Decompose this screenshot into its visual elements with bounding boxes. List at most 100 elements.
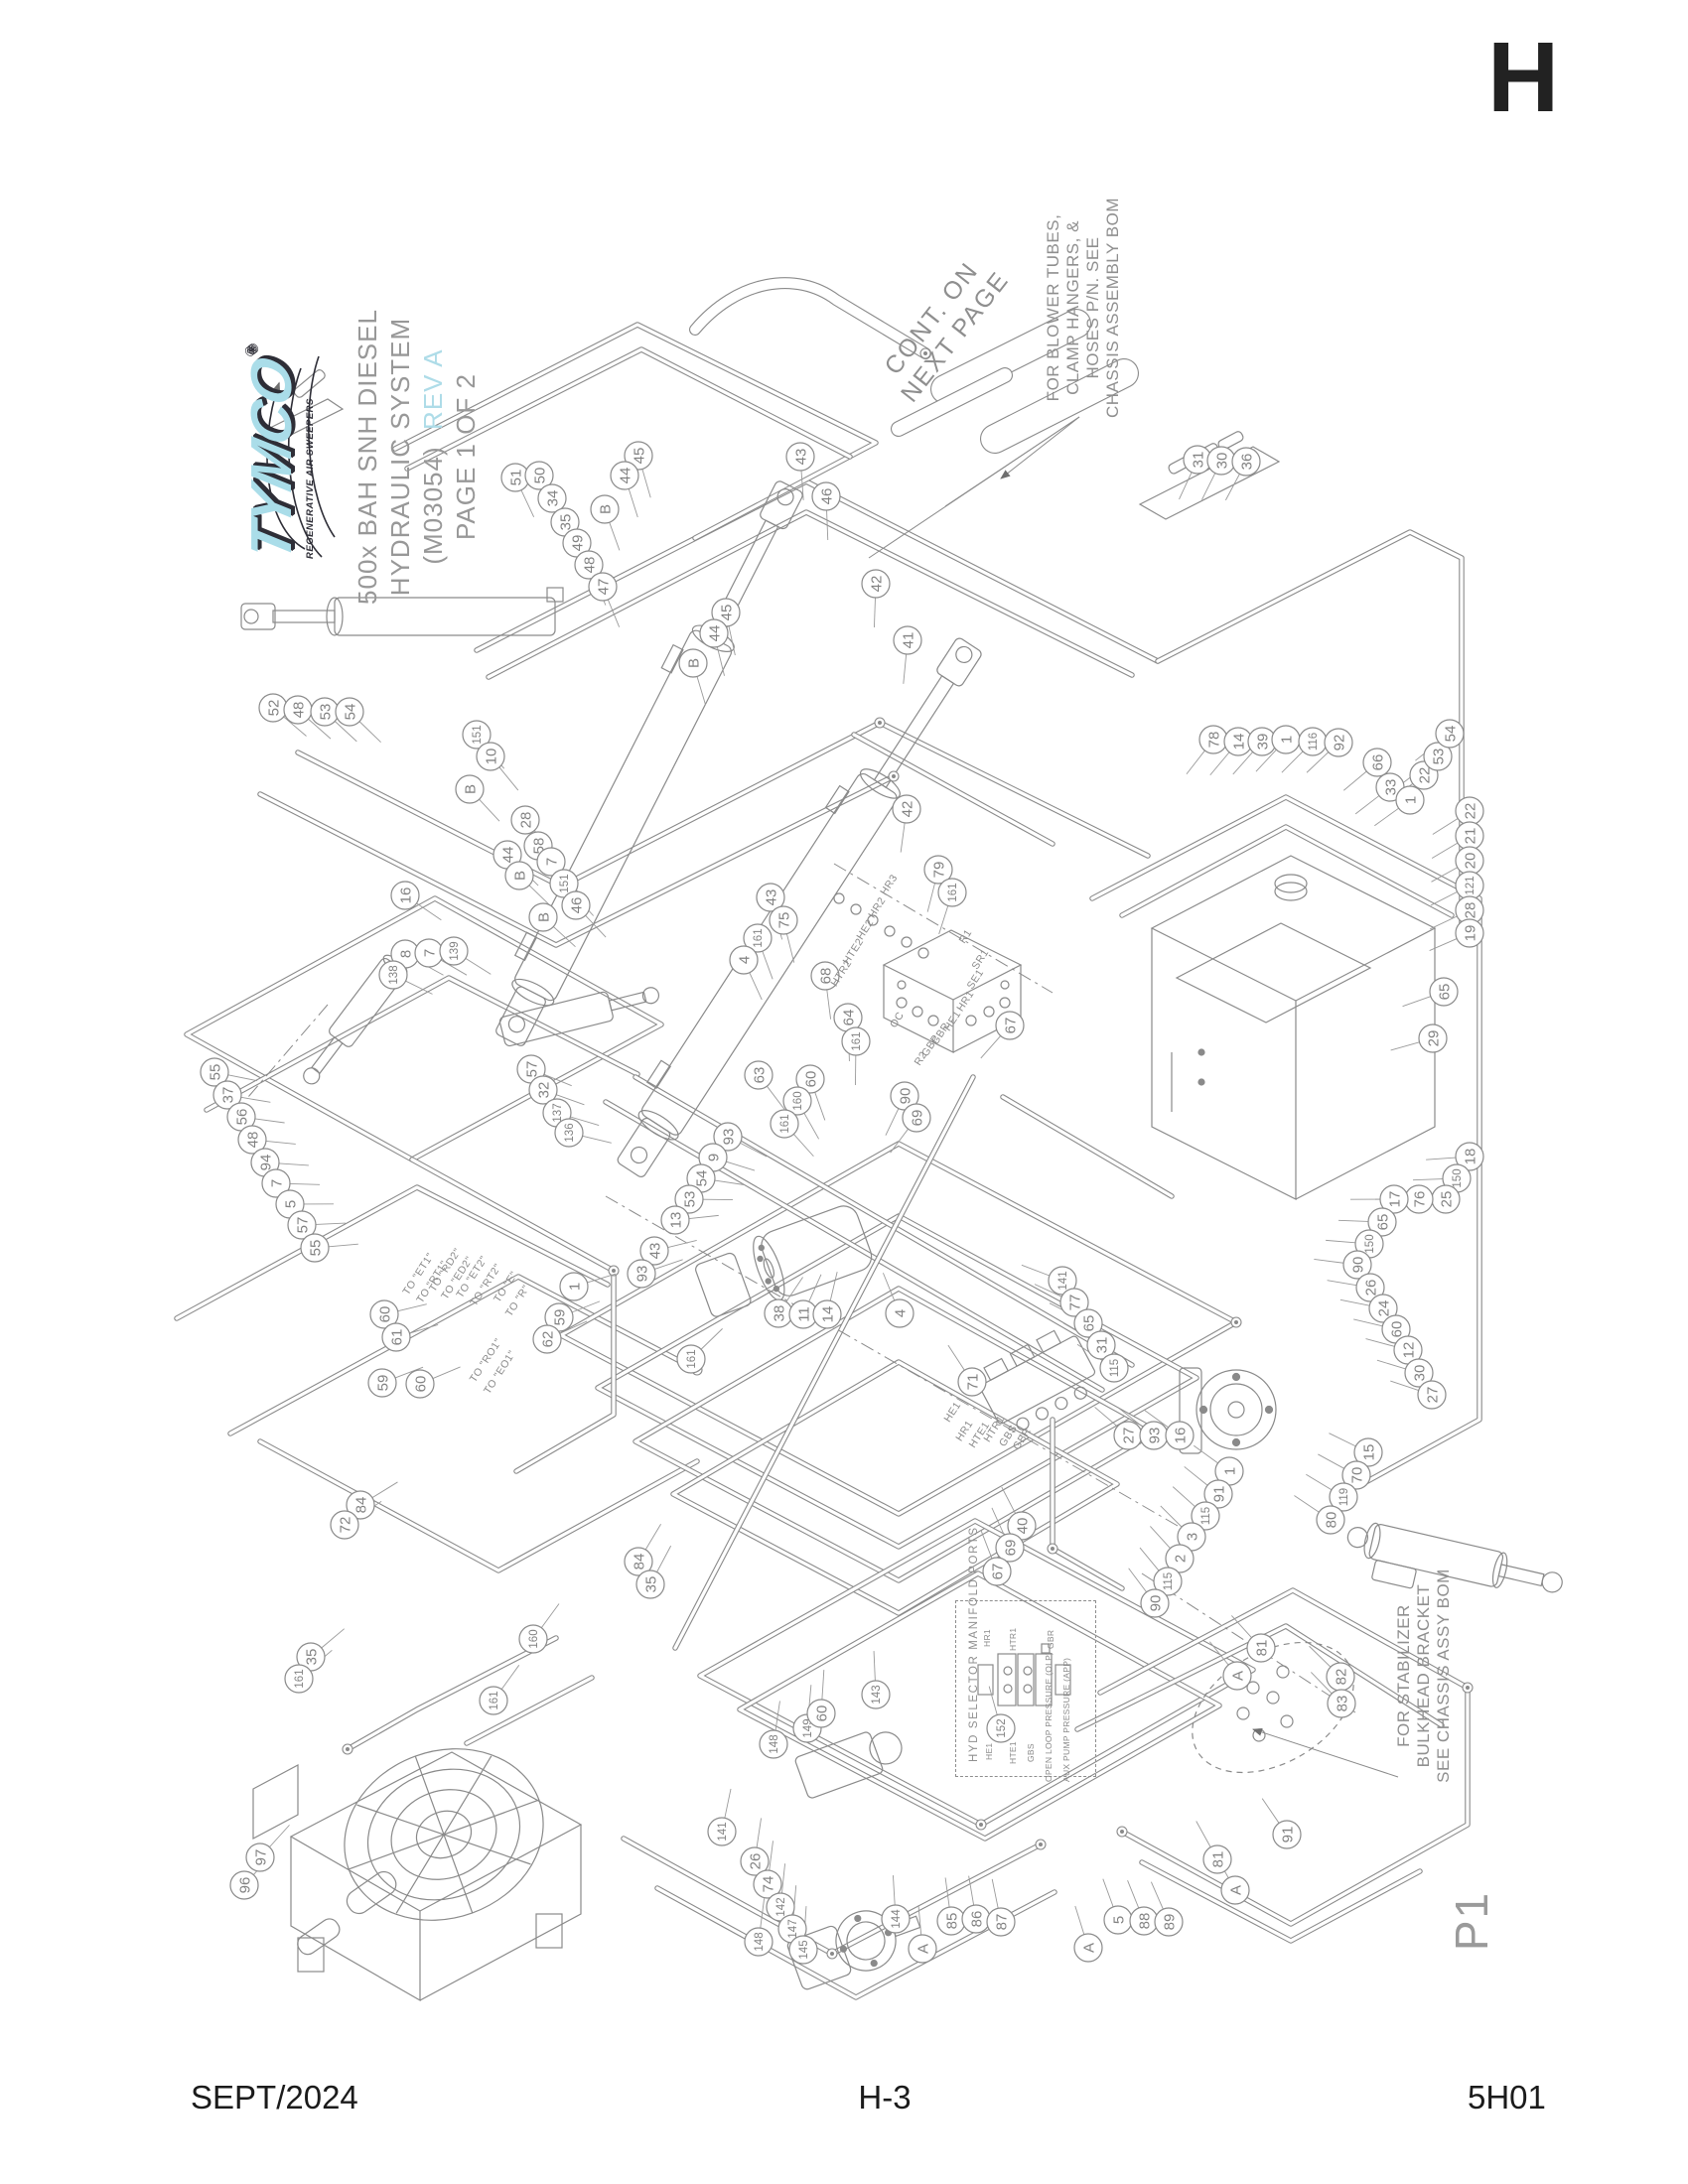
svg-text:45: 45 [631,448,647,465]
svg-text:65: 65 [1080,1315,1097,1332]
svg-text:161: 161 [753,928,765,947]
svg-text:61: 61 [388,1329,405,1346]
svg-text:42: 42 [899,801,915,818]
svg-text:16: 16 [397,887,414,904]
svg-text:90: 90 [1147,1595,1164,1612]
hose-fittings [342,347,1474,1960]
svg-text:60: 60 [412,1376,429,1393]
svg-text:80: 80 [1323,1512,1339,1529]
svg-text:HR3: HR3 [878,873,900,897]
svg-text:62: 62 [539,1331,556,1348]
svg-text:43: 43 [792,449,809,466]
selector-ports-manifold [977,1643,1071,1706]
svg-text:22: 22 [1462,803,1478,820]
svg-text:26: 26 [1362,1280,1379,1297]
svg-text:88: 88 [1136,1913,1153,1930]
svg-text:21: 21 [1462,828,1478,845]
svg-text:67: 67 [1002,1018,1019,1034]
svg-text:116: 116 [1308,733,1320,751]
svg-text:141: 141 [717,1822,729,1841]
small-cylinder-mid [498,987,660,1047]
svg-text:SE1: SE1 [965,967,987,991]
svg-text:137: 137 [552,1103,564,1122]
svg-text:78: 78 [1205,732,1222,749]
footer-doc-code: 5H01 [1468,2079,1546,2116]
port-label: HTE1 [1008,1741,1018,1764]
svg-text:66: 66 [1369,754,1386,771]
svg-text:39: 39 [1254,734,1271,751]
svg-text:94: 94 [257,1155,274,1171]
svg-text:97: 97 [252,1849,269,1866]
svg-text:3: 3 [1184,1533,1200,1541]
selector-valve [979,1329,1096,1431]
svg-text:151: 151 [472,725,484,744]
svg-text:91: 91 [1210,1486,1227,1503]
svg-text:136: 136 [564,1123,576,1142]
svg-text:20: 20 [1462,853,1478,870]
svg-text:36: 36 [1238,454,1255,471]
blower-note-line: HOSES P/N. SEE [1083,236,1102,379]
svg-text:44: 44 [617,468,633,484]
svg-text:75: 75 [775,912,792,929]
revision-label: REV A [418,348,448,430]
svg-text:54: 54 [342,704,358,721]
svg-text:151: 151 [559,874,571,892]
svg-text:R1: R1 [957,927,975,946]
svg-text:16: 16 [1172,1428,1189,1444]
svg-text:56: 56 [233,1109,250,1126]
svg-text:139: 139 [449,941,461,960]
svg-text:87: 87 [993,1914,1010,1931]
svg-text:93: 93 [720,1129,737,1146]
svg-text:HR1: HR1 [954,989,976,1014]
svg-text:10: 10 [483,749,499,765]
svg-text:46: 46 [568,897,585,914]
port-label: AUX PUMP PRESSURE (APP) [1061,1657,1071,1782]
footer-page-number: H-3 [858,2079,912,2116]
blower-note-line: FOR BLOWER TUBES, [1044,213,1062,402]
svg-text:18: 18 [1462,1149,1478,1165]
svg-text:83: 83 [1334,1696,1350,1712]
svg-text:B: B [535,912,552,922]
blower-tubes-note: FOR BLOWER TUBES, CLAMP HANGERS, & HOSES… [1044,198,1123,418]
svg-text:27: 27 [1424,1387,1441,1404]
svg-text:19: 19 [1462,925,1478,942]
svg-text:41: 41 [900,632,916,649]
svg-text:1: 1 [1221,1467,1238,1475]
svg-text:85: 85 [943,1913,960,1930]
svg-text:57: 57 [294,1217,311,1234]
svg-text:32: 32 [535,1082,552,1099]
svg-text:30: 30 [1411,1365,1428,1382]
stabilizer-note-line: SEE CHASSIS ASSY BOM [1434,1569,1453,1783]
svg-text:46: 46 [818,488,835,505]
svg-text:53: 53 [1430,749,1447,765]
svg-text:SR1: SR1 [969,947,991,972]
title-block: 500x BAH SNH DIESEL HYDRAULIC SYSTEM (M0… [263,293,571,620]
svg-text:14: 14 [1230,734,1247,751]
tymco-logo: TYMCO® REGENERATIVE AIR SWEEPERS [189,345,402,566]
svg-text:93: 93 [633,1266,650,1283]
svg-text:65: 65 [1374,1214,1391,1231]
hose-bracket [1138,431,1281,520]
stabilizer-cylinder [1346,1522,1563,1593]
svg-text:A: A [1229,1671,1246,1681]
svg-text:B: B [685,658,702,668]
port-label: HTR1 [1008,1627,1018,1651]
svg-text:28: 28 [517,812,534,829]
svg-text:48: 48 [581,557,598,574]
svg-text:35: 35 [303,1649,320,1666]
svg-text:17: 17 [1386,1191,1403,1208]
svg-text:31: 31 [1190,452,1206,469]
svg-text:28: 28 [1462,902,1478,919]
svg-text:60: 60 [813,1706,830,1722]
title-line-1: 500x BAH SNH DIESEL [352,309,382,605]
svg-text:92: 92 [1331,735,1347,751]
svg-text:161: 161 [851,1031,863,1050]
svg-text:141: 141 [1057,1271,1069,1290]
svg-text:152: 152 [996,1718,1008,1737]
svg-text:67: 67 [989,1564,1006,1580]
svg-text:161: 161 [947,883,959,901]
svg-text:38: 38 [771,1305,787,1322]
